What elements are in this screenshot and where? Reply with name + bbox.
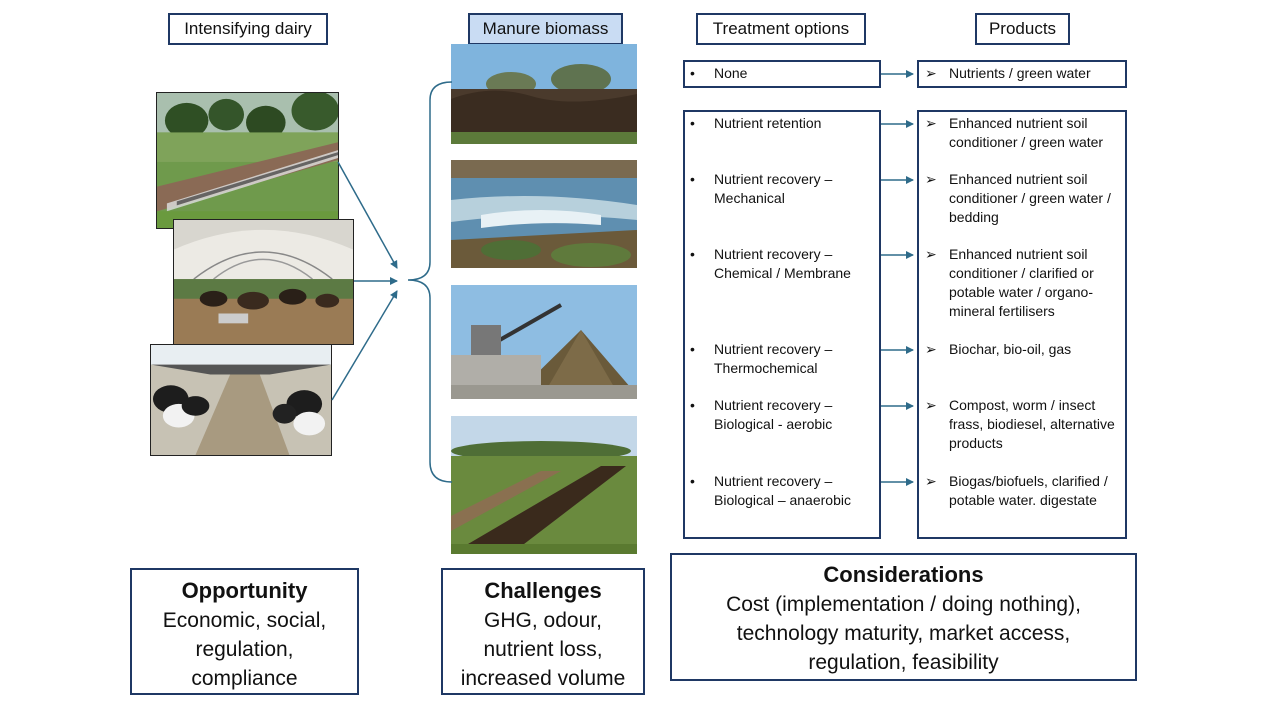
treatment-item: Nutrient recovery – Mechanical <box>714 171 833 206</box>
treatment-bullet: • <box>690 473 695 489</box>
product-item: Biogas/biofuels, clarified / potable wat… <box>949 473 1108 508</box>
opportunity-line: Economic, social, <box>162 609 327 632</box>
challenges-line: increased volume <box>460 667 626 690</box>
product-item: Compost, worm / insect frass, biodiesel,… <box>949 397 1115 451</box>
curly-brace <box>407 81 453 483</box>
header-manure-biomass: Manure biomass <box>468 13 623 45</box>
products-box <box>917 110 1127 539</box>
product-item: Enhanced nutrient soil conditioner / gre… <box>949 171 1111 225</box>
opportunity-line: regulation, <box>195 638 294 661</box>
treatment-options-box <box>683 110 881 539</box>
header-products: Products <box>975 13 1070 45</box>
header-intensifying-dairy: Intensifying dairy <box>168 13 328 45</box>
challenges-line: nutrient loss, <box>483 638 603 661</box>
treatment-item: Nutrient recovery – Chemical / Membrane <box>714 246 851 281</box>
challenges-box: Challenges GHG, odour, nutrient loss, in… <box>441 568 645 695</box>
dairy-shed-photo <box>173 219 354 345</box>
considerations-title: Considerations <box>823 562 984 587</box>
opportunity-box: Opportunity Economic, social, regulation… <box>130 568 359 695</box>
considerations-line: technology maturity, market access, <box>736 622 1071 645</box>
product-item: Nutrients / green water <box>949 65 1091 81</box>
treatment-item: Nutrient recovery – Biological – anaerob… <box>714 473 851 508</box>
considerations-line: Cost (implementation / doing nothing), <box>726 593 1081 616</box>
challenges-title: Challenges <box>484 578 602 603</box>
product-arrow-bullet: ➢ <box>925 473 937 489</box>
opportunity-line: compliance <box>191 667 298 690</box>
dairy-barn-photo <box>150 344 332 456</box>
opportunity-title: Opportunity <box>181 578 308 603</box>
manure-windrow-photo <box>451 416 637 554</box>
treatment-none-box <box>683 60 881 88</box>
product-item: Enhanced nutrient soil conditioner / gre… <box>949 115 1104 150</box>
treatment-bullet: • <box>690 246 695 262</box>
manure-pile-photo <box>451 44 637 144</box>
product-arrow-bullet: ➢ <box>925 65 937 81</box>
product-arrow-bullet: ➢ <box>925 171 937 187</box>
manure-stockpile-photo <box>451 285 637 399</box>
treatment-bullet: • <box>690 171 695 187</box>
product-item: Enhanced nutrient soil conditioner / cla… <box>949 246 1094 319</box>
treatment-bullet: • <box>690 397 695 413</box>
product-item: Biochar, bio-oil, gas <box>949 341 1072 357</box>
product-arrow-bullet: ➢ <box>925 246 937 262</box>
product-arrow-bullet: ➢ <box>925 341 937 357</box>
product-arrow-bullet: ➢ <box>925 115 937 131</box>
treatment-item: None <box>714 65 748 81</box>
product-arrow-bullet: ➢ <box>925 397 937 413</box>
dairy-pasture-photo <box>156 92 339 229</box>
treatment-bullet: • <box>690 65 695 81</box>
manure-pond-photo <box>451 160 637 268</box>
treatment-item: Nutrient recovery – Biological - aerobic <box>714 397 833 432</box>
treatment-bullet: • <box>690 341 695 357</box>
considerations-line: regulation, feasibility <box>808 651 999 674</box>
product-nutrients-box <box>917 60 1127 88</box>
treatment-item: Nutrient retention <box>714 115 822 131</box>
treatment-item: Nutrient recovery – Thermochemical <box>714 341 833 376</box>
challenges-line: GHG, odour, <box>484 609 602 632</box>
considerations-box: Considerations Cost (implementation / do… <box>670 553 1137 681</box>
treatment-bullet: • <box>690 115 695 131</box>
header-treatment-options: Treatment options <box>696 13 866 45</box>
